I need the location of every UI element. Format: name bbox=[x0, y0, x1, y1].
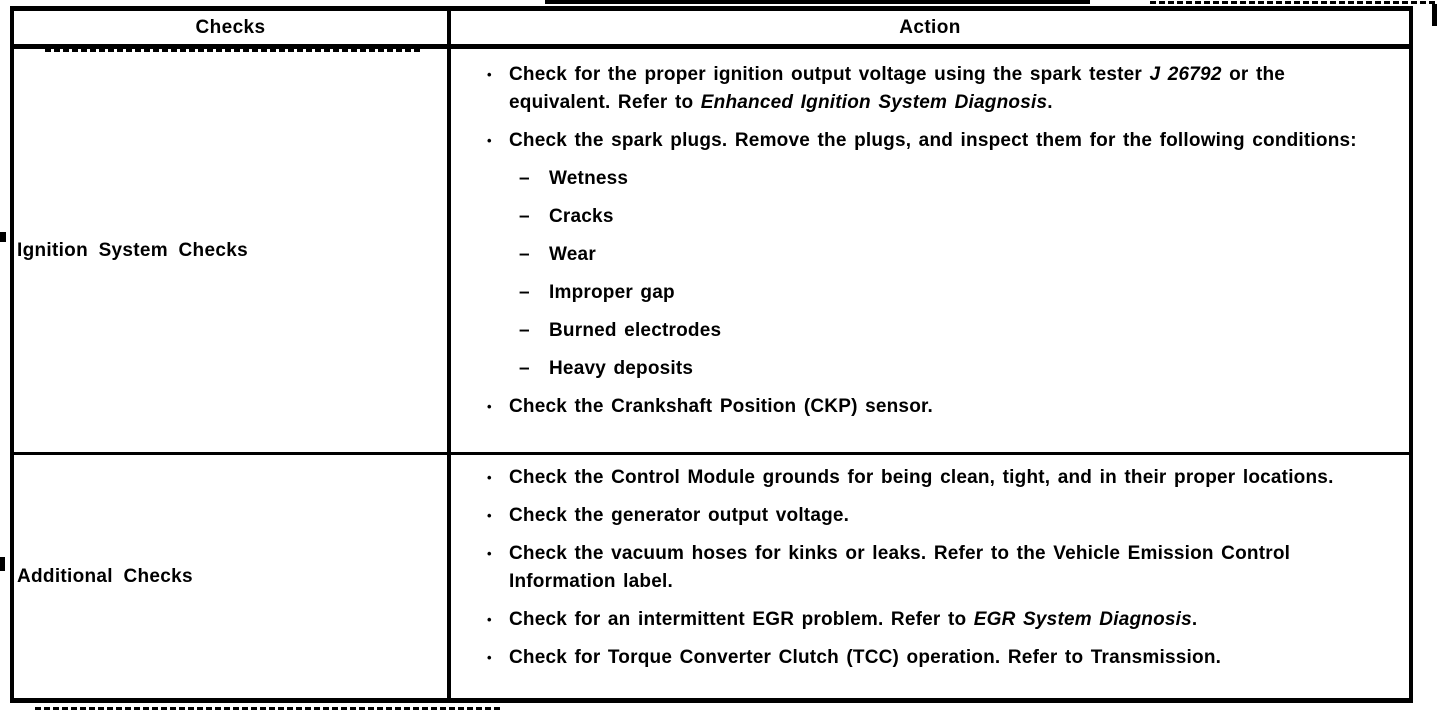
condition-text: Wear bbox=[549, 244, 596, 265]
text-run: . bbox=[1047, 92, 1053, 113]
action-text: Check the generator output voltage. bbox=[509, 505, 850, 526]
bullet-icon: • bbox=[487, 470, 492, 485]
action-text: Check the Control Module grounds for bei… bbox=[509, 467, 1334, 488]
checks-action-table: Checks Action Ignition System Checks • C… bbox=[10, 6, 1413, 703]
list-item: – Wear bbox=[519, 241, 1393, 269]
action-text: Check for Torque Converter Clutch (TCC) … bbox=[509, 647, 1222, 668]
bullet-icon: • bbox=[487, 546, 492, 561]
bullet-icon: • bbox=[487, 67, 492, 82]
bullet-icon: • bbox=[487, 650, 492, 665]
scan-artifact bbox=[0, 232, 6, 242]
scan-artifact bbox=[35, 707, 500, 710]
dash-icon: – bbox=[519, 244, 530, 265]
table-row-ignition-check: Ignition System Checks bbox=[14, 49, 447, 452]
condition-text: Wetness bbox=[549, 168, 629, 189]
text-run: or the equivalent. Refer to bbox=[509, 64, 1286, 113]
scan-artifact bbox=[545, 0, 1090, 4]
action-text: Check for the proper ignition output vol… bbox=[509, 61, 1389, 117]
additional-checks-label: Additional Checks bbox=[17, 565, 193, 587]
dash-icon: – bbox=[519, 282, 530, 303]
dash-icon: – bbox=[519, 206, 530, 227]
checks-header-label: Checks bbox=[195, 16, 266, 38]
action-header-label: Action bbox=[899, 16, 961, 38]
text-run-italic: EGR System Diagnosis bbox=[973, 609, 1192, 630]
list-item: • Check for the proper ignition output v… bbox=[487, 61, 1393, 117]
list-item: – Heavy deposits bbox=[519, 355, 1393, 383]
table-row-additional-actions: • Check the Control Module grounds for b… bbox=[447, 452, 1409, 698]
action-text: Check the Crankshaft Position (CKP) sens… bbox=[509, 396, 934, 417]
condition-text: Heavy deposits bbox=[549, 358, 694, 379]
dash-icon: – bbox=[519, 168, 530, 189]
condition-text: Burned electrodes bbox=[549, 320, 722, 341]
list-item: – Wetness bbox=[519, 165, 1393, 193]
bullet-icon: • bbox=[487, 612, 492, 627]
text-run: . bbox=[1191, 609, 1198, 630]
bullet-icon: • bbox=[487, 133, 492, 148]
dash-icon: – bbox=[519, 320, 530, 341]
condition-text: Improper gap bbox=[549, 282, 675, 303]
column-header-action: Action bbox=[447, 11, 1409, 49]
action-text: Check the spark plugs. Remove the plugs,… bbox=[509, 130, 1357, 151]
text-run-italic: Enhanced Ignition System Diagnosis bbox=[700, 92, 1048, 113]
list-item: • Check for Torque Converter Clutch (TCC… bbox=[487, 644, 1393, 672]
text-run: Check for an intermittent EGR problem. R… bbox=[509, 609, 974, 630]
action-text: Check the vacuum hoses for kinks or leak… bbox=[509, 543, 1291, 592]
scan-artifact bbox=[0, 557, 5, 571]
bullet-icon: • bbox=[487, 399, 492, 414]
condition-text: Cracks bbox=[549, 206, 614, 227]
list-item: – Cracks bbox=[519, 203, 1393, 231]
bullet-icon: • bbox=[487, 508, 492, 523]
list-item: – Improper gap bbox=[519, 279, 1393, 307]
list-item: – Burned electrodes bbox=[519, 317, 1393, 345]
list-item: • Check the Crankshaft Position (CKP) se… bbox=[487, 393, 1393, 421]
list-item: • Check the spark plugs. Remove the plug… bbox=[487, 127, 1393, 155]
scan-artifact bbox=[45, 49, 420, 52]
scan-artifact bbox=[1432, 4, 1437, 26]
scan-artifact bbox=[1150, 1, 1435, 4]
dash-icon: – bbox=[519, 358, 530, 379]
list-item: • Check for an intermittent EGR problem.… bbox=[487, 606, 1393, 634]
column-header-checks: Checks bbox=[14, 11, 447, 49]
ignition-system-checks-label: Ignition System Checks bbox=[17, 239, 248, 261]
action-text: Check for an intermittent EGR problem. R… bbox=[509, 606, 1197, 634]
text-run: Check for the proper ignition output vol… bbox=[509, 64, 1150, 85]
list-item: • Check the vacuum hoses for kinks or le… bbox=[487, 540, 1393, 596]
table-row-ignition-actions: • Check for the proper ignition output v… bbox=[447, 49, 1409, 452]
list-item: • Check the generator output voltage. bbox=[487, 502, 1393, 530]
text-run-italic: J 26792 bbox=[1149, 64, 1222, 85]
list-item: • Check the Control Module grounds for b… bbox=[487, 464, 1393, 492]
table-row-additional-check: Additional Checks bbox=[14, 452, 447, 698]
